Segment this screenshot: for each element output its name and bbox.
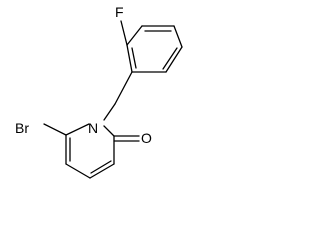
- atom-label-fluorine: F: [115, 4, 124, 20]
- fluorophenyl-ring: [126, 25, 183, 73]
- molecule-structure: F Br N O: [15, 4, 183, 179]
- atom-label-nitrogen: N: [88, 120, 98, 136]
- bond-c-br: [43, 123, 67, 136]
- atom-label-bromine: Br: [15, 120, 29, 136]
- benzyl-linker: [103, 71, 133, 121]
- bond-c-f: [120, 20, 128, 46]
- bond-c3-c4: [126, 25, 143, 46]
- bond-n-c6: [65, 123, 90, 136]
- bond-ring-ch2: [114, 71, 133, 105]
- bond-c4-c3: [89, 163, 115, 179]
- bond-c2-c3: [126, 44, 133, 73]
- bond-ch2-n: [103, 103, 116, 121]
- bond-c6-c1: [165, 46, 183, 73]
- bond-c5-c6: [173, 25, 183, 48]
- atom-label-oxygen: O: [141, 130, 152, 146]
- bond-c6-c1-double: [162, 47, 178, 70]
- bond-c5-c4: [65, 163, 91, 179]
- bond-c2-c3-double: [131, 47, 137, 69]
- bond-c4-c3-double: [90, 160, 112, 174]
- bond-c2-n: [103, 125, 115, 137]
- pyridinone-ring: [65, 123, 115, 179]
